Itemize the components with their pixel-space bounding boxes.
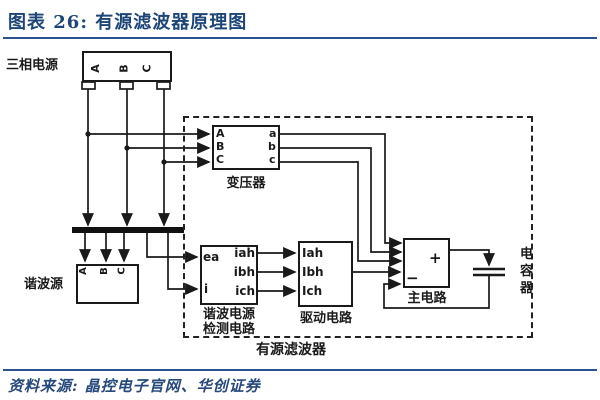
detection-label-line1: 谐波电源 [202,307,255,322]
transformer-pin-B: B [216,140,225,153]
harmonic-phase-a: A [77,267,89,275]
harmonic-phase-c: C [116,267,128,275]
main-circuit-minus-sign: − [406,269,419,287]
transformer-pin-a: a [269,127,277,140]
drive-input-ich: Ich [302,284,323,298]
three-phase-source-label: 三相电源 [6,58,59,73]
detection-circuit-box [200,245,258,305]
drive-input-ibh: Ibh [302,265,324,279]
title-underline [3,37,597,39]
drive-circuit-label: 驱动电路 [299,311,352,326]
harmonic-source-label: 谐波源 [24,277,64,292]
busbar [72,227,184,233]
transformer-pin-C: C [216,153,225,166]
transformer-pin-A: A [216,127,225,140]
capacitor-label: 电容器 [520,247,534,296]
drive-input-iah: Iah [302,246,324,260]
harmonic-phase-b: B [98,267,110,275]
drive-circuit-box [298,241,353,307]
transformer-pin-b: b [268,140,276,153]
active-filter-label: 有源滤波器 [256,342,326,358]
detection-input-ea: ea [203,250,220,264]
active-filter-boundary [183,116,533,338]
transformer-label: 变压器 [226,176,266,191]
main-circuit-plus-sign: + [429,249,442,267]
transformer-pin-c: c [269,153,276,166]
transformer-box [212,125,280,170]
main-circuit-box [403,238,450,288]
figure-title: 图表 26: 有源滤波器原理图 [8,12,248,33]
footer-rule [3,369,597,371]
source-phase-a: A [88,64,102,73]
detection-output-iah: iah [234,246,255,260]
detection-output-ich: ich [235,284,255,298]
source-phase-b: B [117,64,131,73]
source-phase-c: C [140,64,154,73]
source-note: 资料来源: 晶控电子官网、华创证券 [8,377,261,395]
main-circuit-label: 主电路 [407,291,447,306]
detection-input-i: i [204,282,209,296]
harmonic-source-box [76,264,139,304]
three-phase-source-box [82,51,172,82]
detection-label-line2: 检测电路 [202,322,255,337]
detection-output-ibh: ibh [233,265,255,279]
